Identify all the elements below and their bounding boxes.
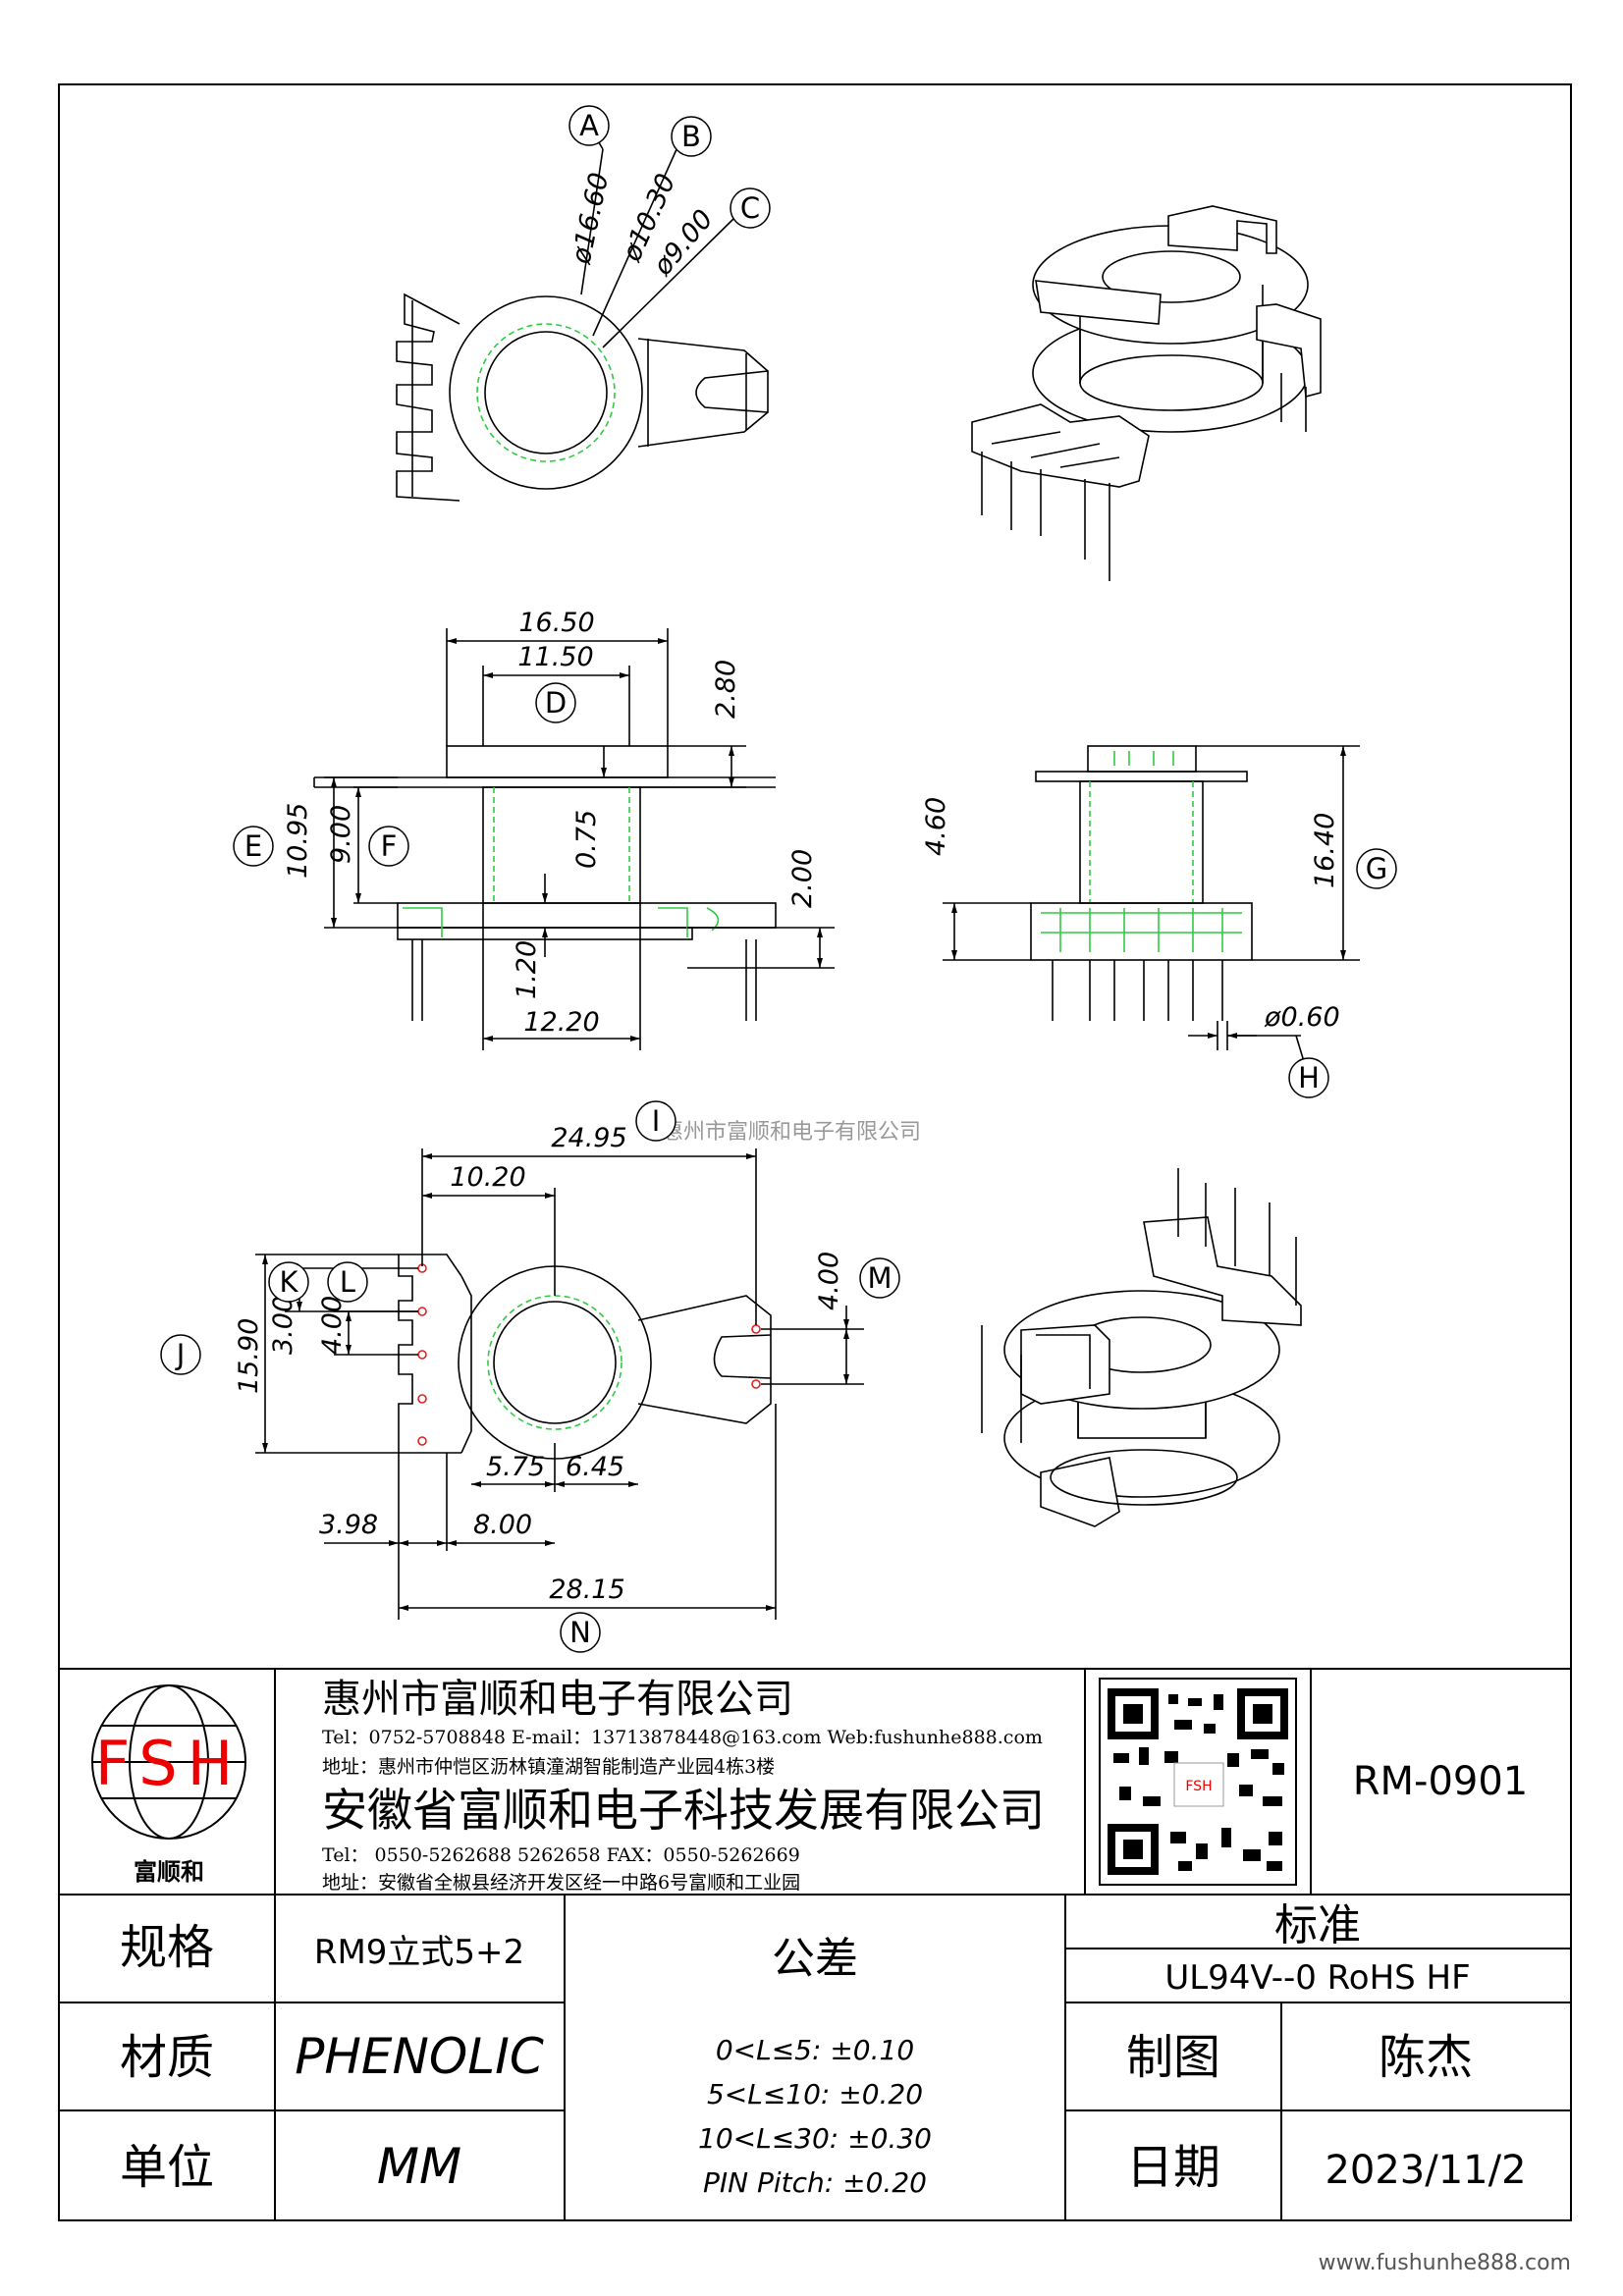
dim-3-00: 3.00	[268, 1296, 298, 1355]
dim-0-75: 0.75	[571, 810, 602, 869]
callout-f-text: F	[381, 829, 398, 863]
callout-d	[535, 682, 576, 723]
callout-j	[160, 1334, 201, 1375]
callout-l	[327, 1261, 368, 1303]
company1-name: 惠州市富顺和电子有限公司	[322, 1677, 793, 1722]
callout-k	[268, 1261, 309, 1303]
company2-contact: Tel： 0550-5262688 5262658 FAX：0550-52626…	[322, 1844, 800, 1866]
footer-url: www.fushunhe888.com	[1319, 2251, 1571, 2275]
date-value: 2023/11/2	[1325, 2148, 1526, 2193]
title-block	[59, 1668, 1571, 2220]
callout-e-text: E	[244, 829, 262, 863]
tolerance-label: 公差	[772, 1934, 858, 1984]
spec-value: RM9立式5+2	[314, 1933, 524, 1972]
dim-10-20: 10.20	[450, 1162, 525, 1193]
callout-j-text: J	[175, 1338, 186, 1371]
callout-n-text: N	[569, 1616, 591, 1649]
drawn-value: 陈杰	[1379, 2030, 1473, 2085]
callout-h-text: H	[1298, 1061, 1320, 1095]
callout-e	[233, 826, 274, 867]
company1-address: 地址：惠州市仲恺区沥林镇潼湖智能制造产业园4栋3楼	[322, 1756, 775, 1778]
qr-logo-text: FSH	[1185, 1779, 1212, 1794]
logo-caption: 富顺和	[134, 1857, 204, 1886]
callout-a-text: A	[579, 109, 599, 142]
company2-address: 地址：安徽省全椒县经济开发区经一中路6号富顺和工业园	[322, 1872, 800, 1894]
tolerance-1: 0<L≤5: ±0.10	[716, 2034, 914, 2066]
callout-m-text: M	[867, 1261, 892, 1295]
date-label: 日期	[1126, 2140, 1220, 2195]
bottom-view-labels: 24.95 10.20 4.00 15.90 3.00 4.00 5.75 6.…	[160, 1100, 900, 1653]
dim-10-95: 10.95	[283, 803, 313, 879]
callout-n	[560, 1612, 601, 1653]
qr-code: FSH	[1099, 1678, 1297, 1886]
side-view-labels: 4.60 16.40 ø0.60 G H	[921, 797, 1397, 1098]
unit-label: 单位	[120, 2140, 214, 2195]
logo-text: FSH	[95, 1728, 243, 1799]
unit-value: MM	[377, 2138, 461, 2195]
callout-i	[635, 1100, 676, 1142]
dim-3-98: 3.98	[319, 1510, 378, 1540]
dim-5-75: 5.75	[486, 1452, 545, 1482]
dim-16-50: 16.50	[518, 608, 594, 638]
dim-1-20: 1.20	[512, 940, 542, 999]
sheet-border	[58, 83, 1572, 2221]
callout-d-text: D	[545, 686, 567, 720]
callout-g-text: G	[1366, 852, 1387, 885]
callout-c	[730, 187, 771, 229]
tolerance-4: PIN Pitch: ±0.20	[703, 2166, 927, 2199]
callout-h	[1288, 1057, 1329, 1098]
standard-value: UL94V--0 RoHS HF	[1164, 1958, 1470, 1998]
callout-c-text: C	[740, 191, 760, 225]
front-view	[313, 628, 835, 1050]
standard-label: 标准	[1274, 1900, 1361, 1950]
drawn-label: 制图	[1126, 2030, 1220, 2085]
dim-9-00: 9.00	[326, 805, 356, 864]
callout-b	[671, 116, 712, 157]
dim-16-40: 16.40	[1310, 813, 1340, 888]
callout-l-text: L	[340, 1265, 355, 1299]
dim-4-60: 4.60	[921, 797, 951, 856]
dim-4-00-right: 4.00	[814, 1252, 844, 1310]
iso-view-bottom	[981, 1168, 1302, 1527]
callout-a	[568, 105, 610, 146]
side-view	[943, 745, 1360, 1069]
material-value: PHENOLIC	[295, 2028, 544, 2085]
spec-label: 规格	[120, 1920, 214, 1975]
callout-g	[1356, 848, 1397, 889]
dim-15-90: 15.90	[234, 1318, 264, 1394]
dim-6-45: 6.45	[566, 1452, 624, 1482]
dim-dia-16-60: ø16.60	[566, 170, 615, 267]
callout-i-text: I	[652, 1104, 661, 1138]
part-number: RM-0901	[1353, 1759, 1529, 1804]
watermark: 惠州市富顺和电子有限公司	[662, 1120, 921, 1145]
dim-dia-0-60: ø0.60	[1264, 1002, 1340, 1033]
callout-b-text: B	[681, 120, 701, 153]
dim-2-00: 2.00	[787, 849, 818, 908]
dim-28-15: 28.15	[549, 1575, 624, 1605]
callout-m	[859, 1257, 900, 1299]
fsh-logo: FSH 富顺和	[91, 1684, 246, 1886]
dim-24-95: 24.95	[551, 1123, 626, 1153]
tolerance-2: 5<L≤10: ±0.20	[707, 2078, 923, 2110]
front-view-labels: 16.50 11.50 2.80 10.95 9.00 0.75 2.00 1.…	[233, 608, 818, 1038]
callout-f	[368, 826, 409, 867]
dim-2-80: 2.80	[711, 660, 741, 719]
top-view-labels: A B C ø16.60 ø10.30 ø9.00	[566, 105, 771, 282]
iso-view-top	[971, 205, 1322, 581]
dim-12-20: 12.20	[523, 1007, 599, 1038]
dim-11-50: 11.50	[517, 642, 593, 672]
callout-k-text: K	[279, 1265, 298, 1299]
tolerance-3: 10<L≤30: ±0.30	[698, 2122, 932, 2155]
bottom-view	[255, 1148, 864, 1620]
material-label: 材质	[120, 2030, 214, 2085]
company1-contact: Tel：0752-5708848 E-mail：13713878448@163.…	[322, 1727, 1043, 1748]
company2-name: 安徽省富顺和电子科技发展有限公司	[322, 1784, 1045, 1837]
dim-4-00-left: 4.00	[317, 1296, 348, 1355]
dim-8-00: 8.00	[473, 1510, 532, 1540]
